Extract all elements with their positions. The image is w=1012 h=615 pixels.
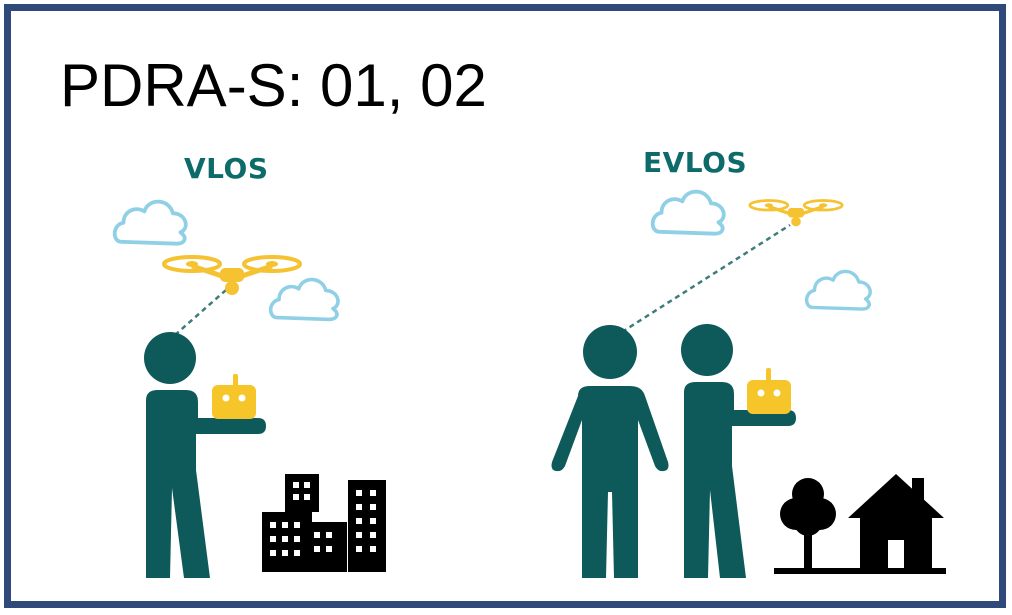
observer-icon xyxy=(551,325,669,578)
slide-title: PDRA-S: 01, 02 xyxy=(60,52,487,119)
pilot-icon xyxy=(681,324,796,578)
house-icon xyxy=(848,474,944,570)
cloud-icon xyxy=(650,189,726,236)
cloud-icon xyxy=(268,277,340,322)
drone-icon xyxy=(162,255,302,295)
tree-icon xyxy=(780,478,836,570)
cloud-icon xyxy=(804,269,872,311)
evlos-label: EVLOS xyxy=(643,146,748,179)
line-of-sight xyxy=(621,223,791,334)
drone-icon xyxy=(748,199,844,227)
line-of-sight xyxy=(174,289,227,336)
ground-line xyxy=(774,568,946,574)
pilot-icon xyxy=(144,332,266,578)
remote-controller-icon xyxy=(747,368,791,414)
remote-controller-icon xyxy=(212,374,256,419)
cloud-icon xyxy=(112,199,188,246)
vlos-label: VLOS xyxy=(184,152,269,185)
city-buildings-icon xyxy=(262,474,386,572)
